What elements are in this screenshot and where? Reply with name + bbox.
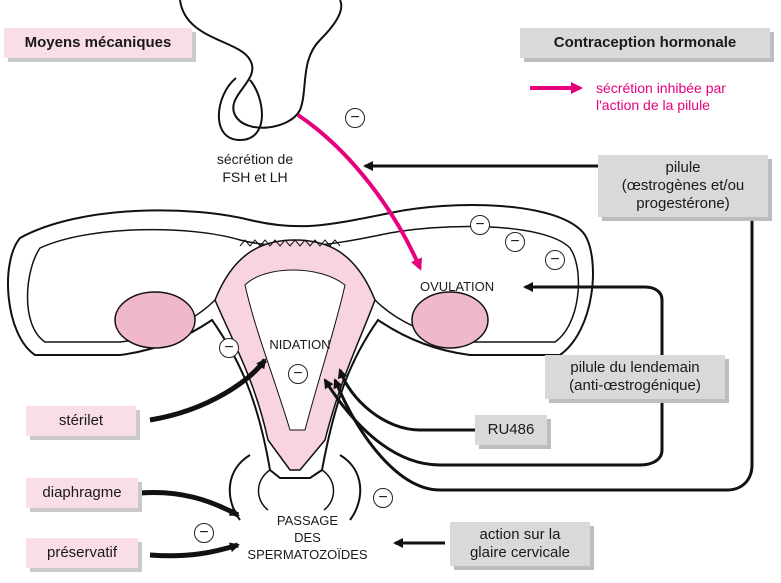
label-nidation: NIDATION: [255, 336, 345, 354]
minus-marker-tube-2: −: [505, 232, 525, 252]
method-glaire: action sur la glaire cervicale: [450, 522, 590, 566]
method-sterilet: stérilet: [26, 406, 136, 436]
right-ovary: [412, 292, 488, 348]
minus-marker-tube-1: −: [470, 215, 490, 235]
method-ru486: RU486: [475, 415, 547, 445]
legend-text: sécrétion inhibée par l'action de la pil…: [596, 80, 776, 114]
method-diaphragme: diaphragme: [26, 478, 138, 508]
pituitary-gland: [219, 78, 262, 140]
minus-marker-tube-3: −: [545, 250, 565, 270]
label-passage: PASSAGE DES SPERMATOZOÏDES: [240, 512, 375, 563]
left-ovary: [115, 292, 195, 348]
method-preservatif: préservatif: [26, 538, 138, 568]
header-hormonal: Contraception hormonale: [520, 28, 770, 58]
minus-marker-sterilet: −: [219, 338, 239, 358]
method-pilule: pilule (œstrogènes et/ou progestérone): [598, 155, 768, 217]
label-secretion: sécrétion de FSH et LH: [200, 150, 310, 186]
arrow-diaphragme: [140, 492, 238, 515]
arrow-preservatif: [150, 545, 238, 556]
method-pilule-lendemain: pilule du lendemain (anti-œstrogénique): [545, 355, 725, 399]
header-mechanical: Moyens mécaniques: [4, 28, 192, 58]
minus-marker-barrier: −: [194, 523, 214, 543]
arrow-ru486-to-nidation: [340, 370, 475, 430]
label-ovulation: OVULATION: [420, 278, 530, 296]
minus-marker-pituitary: −: [345, 108, 365, 128]
minus-marker-cervix: −: [373, 488, 393, 508]
minus-marker-nidation: −: [288, 364, 308, 384]
